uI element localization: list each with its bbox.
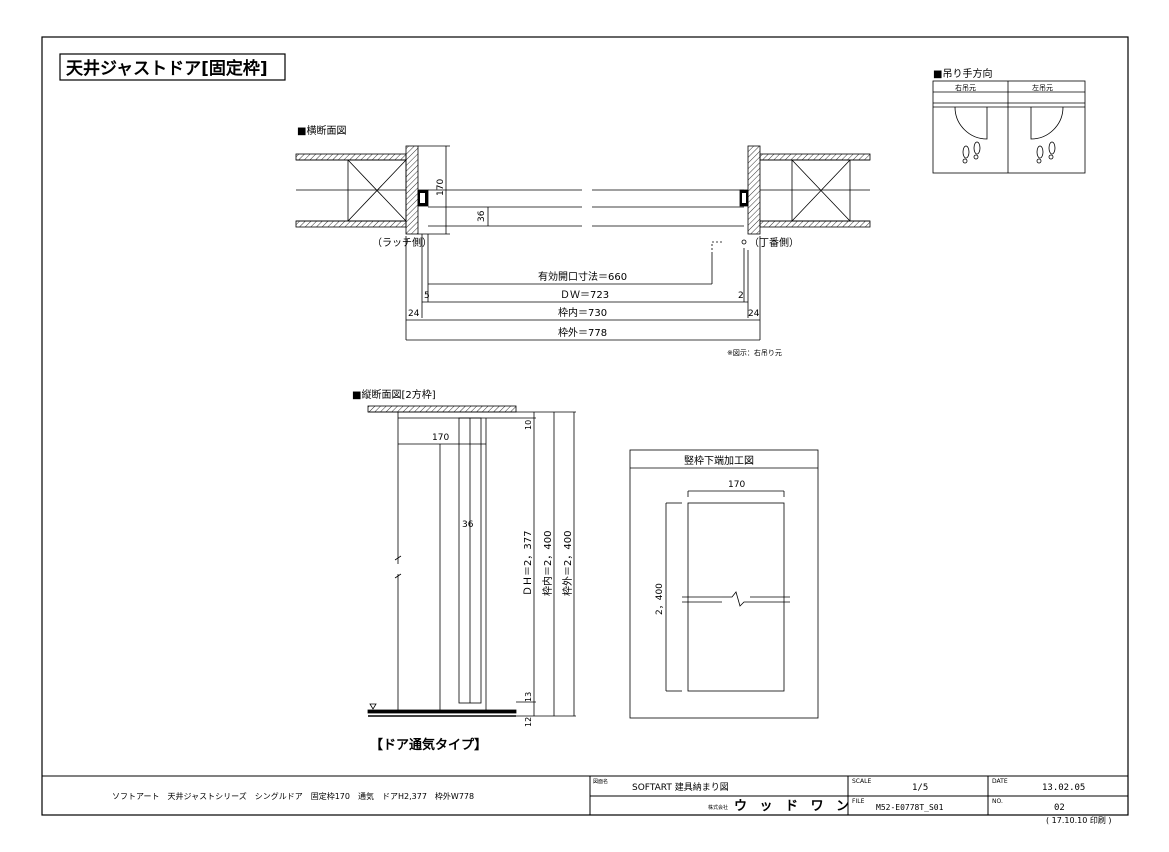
file-value: M52-E0778T_S01 (876, 803, 944, 812)
dh-dim: ＤＨ＝2，377 (523, 531, 534, 596)
sheet-border (41, 36, 1129, 816)
vertical-section: ■縦断面図[2方枠] 170 36 (352, 388, 576, 717)
dim-36-vertical: 36 (462, 520, 474, 530)
horizontal-section: ■横断面図 (295, 124, 871, 341)
dim-24-right: 24 (748, 309, 760, 319)
frame-outer-height-dim: 枠外＝2，400 (561, 531, 574, 596)
footprint-icon (962, 141, 1056, 164)
scale-label: SCALE (852, 778, 871, 785)
no-label: NO. (992, 798, 1003, 805)
vertical-heading: ■縦断面図[2方枠] (352, 388, 436, 401)
title-block (42, 775, 1128, 815)
swing-left-label: 左吊元 (1032, 83, 1053, 92)
frame-inner-height-dim: 枠内＝2，400 (541, 531, 554, 596)
detail-heading: 竪枠下端加工図 (684, 454, 754, 467)
dim-170-horizontal: 170 (436, 179, 446, 196)
frame-outer-dim: 枠外＝778 (558, 326, 607, 339)
company-prefix: 株式会社 (708, 804, 728, 811)
dim-170-vertical: 170 (432, 433, 449, 443)
door-type-label: 【ドア通気タイプ】 (370, 737, 487, 753)
swing-direction-panel: ■吊り手方向 右吊元 左吊元 (932, 67, 1086, 174)
dim-10: 10 (524, 420, 533, 430)
dim-2: 2 (738, 291, 744, 301)
dim-12: 12 (524, 717, 533, 727)
page-title: 天井ジャストドア[固定枠] (66, 58, 268, 79)
horizontal-heading: ■横断面図 (297, 124, 346, 137)
figure-note: ※図示：右吊り元 (727, 348, 782, 357)
dim-13: 13 (524, 692, 533, 702)
scale-value: 1/5 (912, 783, 928, 793)
frame-inner-dim: 枠内＝730 (558, 306, 607, 319)
drawing-name-label: 図面名 (593, 778, 608, 785)
detail-dim-170: 170 (728, 480, 745, 490)
dw-dim: ＤＷ＝723 (560, 290, 609, 301)
dim-24-left: 24 (408, 309, 420, 319)
date-value: 13.02.05 (1042, 783, 1085, 793)
swing-right-label: 右吊元 (955, 83, 976, 92)
dim-36-horizontal: 36 (477, 210, 487, 222)
date-label: DATE (992, 778, 1008, 785)
dim-5: 5 (424, 291, 430, 301)
swing-heading: ■吊り手方向 (933, 67, 992, 80)
drawing-description: ソフトアート 天井ジャストシリーズ シングルドア 固定枠170 通気 ドアH2,… (112, 791, 474, 801)
file-label: FILE (852, 798, 865, 805)
title-box (59, 53, 286, 81)
effective-opening-dim: 有効開口寸法＝660 (538, 270, 627, 283)
hinge-side-label: （丁番側） (749, 236, 799, 249)
latch-side-label: （ラッチ側） (372, 236, 432, 249)
bottom-end-detail (629, 449, 819, 719)
company-name: ウ ッ ド ワ ン (734, 799, 853, 814)
no-value: 02 (1054, 803, 1065, 813)
detail-dim-2400: 2，400 (655, 583, 665, 615)
print-date: ( 17.10.10 印刷 ) (1046, 816, 1112, 825)
drawing-name: SOFTART 建具納まり図 (632, 781, 729, 793)
